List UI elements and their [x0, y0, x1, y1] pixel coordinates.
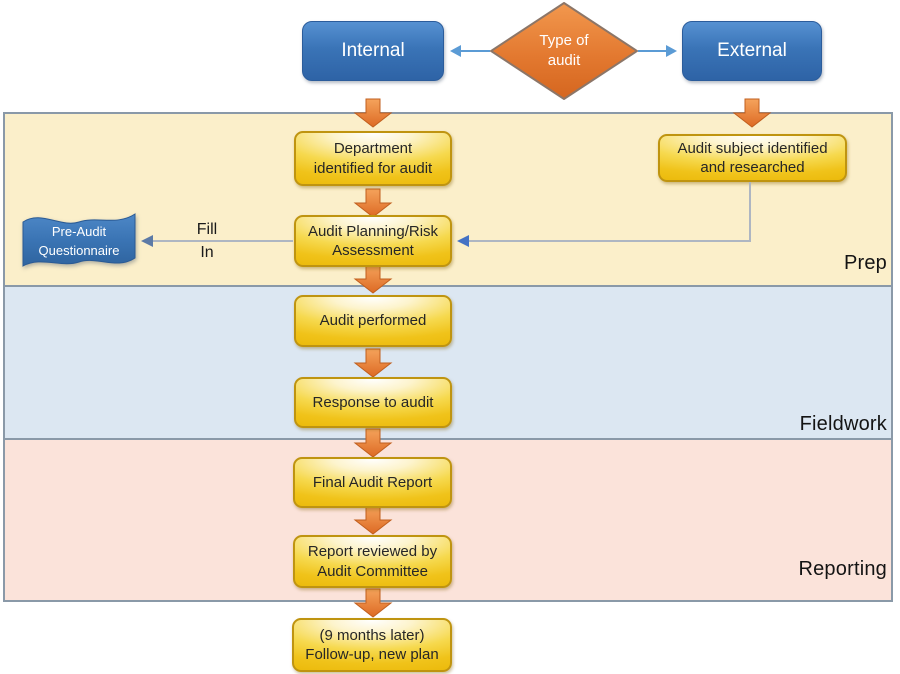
arrowhead-elbow-icon	[457, 235, 469, 247]
node-reviewed-label: Report reviewed by Audit Committee	[307, 543, 438, 580]
connector-diamond-to-external	[638, 50, 667, 52]
connector-subject-elbow-vertical	[749, 182, 751, 241]
node-planning-label: Audit Planning/Risk Assessment	[307, 222, 439, 260]
node-final-report-label: Final Audit Report	[312, 473, 433, 491]
flag-shape-icon	[22, 213, 136, 267]
node-questionnaire-label: Pre-Audit Questionnaire	[38, 223, 120, 259]
connector-diamond-to-internal	[461, 50, 490, 52]
node-follow-up-line1: (9 months later)	[319, 626, 425, 644]
connector-fill-in-label: Fill In	[179, 218, 235, 264]
arrow-response-to-finalreport-icon	[354, 428, 392, 458]
band-label-prep: Prep	[843, 252, 887, 274]
band-label-reporting: Reporting	[798, 558, 887, 580]
arrow-finalreport-to-reviewed-icon	[354, 505, 392, 535]
arrow-reviewed-to-followup-icon	[354, 588, 392, 618]
node-internal: Internal	[302, 21, 444, 81]
node-follow-up-line2: Follow-up, new plan	[305, 646, 439, 663]
node-external: External	[682, 21, 822, 81]
arrow-planning-to-performed-icon	[354, 264, 392, 294]
connector-subject-elbow-horizontal	[468, 240, 751, 242]
decision-diamond-shape	[490, 2, 638, 100]
decision-diamond: Type of audit	[490, 2, 638, 100]
arrow-internal-to-department-icon	[354, 98, 392, 128]
arrowhead-right-icon	[666, 45, 677, 57]
node-follow-up: (9 months later) Follow-up, new plan	[292, 618, 452, 672]
node-subject-label: Audit subject identified and researched	[677, 139, 828, 177]
node-department: Department identified for audit	[294, 131, 452, 186]
arrow-external-to-subject-icon	[733, 98, 771, 128]
node-final-report: Final Audit Report	[293, 457, 452, 508]
node-department-label: Department identified for audit	[313, 140, 433, 177]
fill-in-line2: In	[200, 244, 214, 261]
arrowhead-fill-in-icon	[141, 235, 153, 247]
fill-in-line1: Fill	[196, 221, 218, 238]
arrow-department-to-planning-icon	[354, 188, 392, 218]
node-performed: Audit performed	[294, 295, 452, 347]
node-reviewed: Report reviewed by Audit Committee	[293, 535, 452, 588]
node-performed-label: Audit performed	[319, 312, 427, 330]
decision-label: Type of audit	[539, 31, 589, 69]
node-follow-up-label: (9 months later) Follow-up, new plan	[305, 626, 438, 665]
band-label-fieldwork: Fieldwork	[799, 413, 887, 435]
arrowhead-left-icon	[450, 45, 461, 57]
node-subject: Audit subject identified and researched	[658, 134, 847, 182]
node-questionnaire: Pre-Audit Questionnaire	[28, 218, 130, 264]
node-external-label: External	[717, 40, 787, 61]
node-response: Response to audit	[294, 377, 452, 428]
node-internal-label: Internal	[341, 40, 405, 61]
arrow-performed-to-response-icon	[354, 348, 392, 378]
node-planning: Audit Planning/Risk Assessment	[294, 215, 452, 267]
node-response-label: Response to audit	[312, 393, 434, 411]
connector-fill-in-line	[152, 240, 293, 242]
